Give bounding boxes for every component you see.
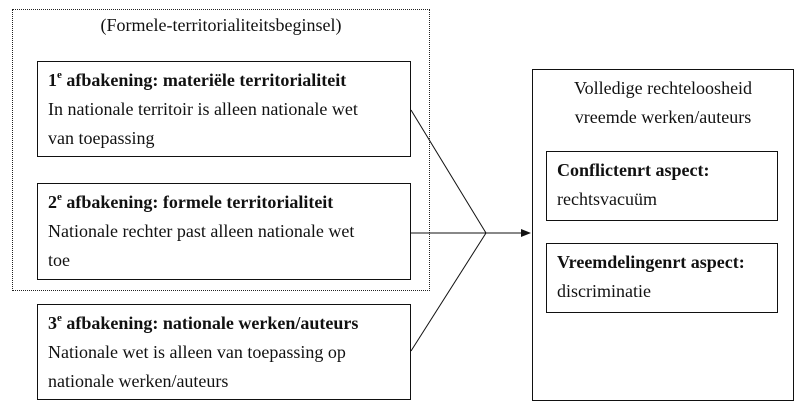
delimitation-box-3: 3e afbakening: nationale werken/auteurs … (37, 304, 411, 400)
group-label: (Formele-territorialiteitsbeginsel) (100, 15, 342, 35)
delimitation-3-text-line1: Nationale wet is alleen van toepassing o… (48, 342, 346, 362)
delimitation-box-2: 2e afbakening: formele territorialiteit … (37, 183, 411, 280)
delimitation-2-text-line2: toe (48, 250, 70, 270)
conflict-law-aspect-title: Conflictenrt aspect: (557, 160, 710, 180)
delimitation-3-title: 3e afbakening: nationale werken/auteurs (48, 312, 359, 334)
superscript: e (57, 312, 62, 324)
result-box: Volledige rechteloosheid vreemde werken/… (532, 69, 794, 401)
delimitation-1-text-line2: van toepassing (48, 128, 155, 148)
delimitation-3-text-line2: nationale werken/auteurs (48, 371, 229, 391)
result-title-line1: Volledige rechteloosheid (573, 78, 753, 98)
conflict-law-aspect-box: Conflictenrt aspect: rechtsvacuüm (546, 151, 778, 221)
alien-law-aspect-text: discriminatie (557, 281, 651, 301)
alien-law-aspect-title: Vreemdelingenrt aspect: (557, 252, 745, 272)
delimitation-1-text-line1: In nationale territoir is alleen nationa… (48, 99, 358, 119)
delimitation-2-text-line1: Nationale rechter past alleen nationale … (48, 221, 355, 241)
delimitation-1-title: 1e afbakening: materiële territorialitei… (48, 69, 347, 91)
conflict-law-aspect-text: rechtsvacuüm (557, 189, 657, 209)
result-title: Volledige rechteloosheid vreemde werken/… (533, 74, 793, 132)
delimitation-2-title: 2e afbakening: formele territorialiteit (48, 191, 334, 213)
alien-law-aspect-box: Vreemdelingenrt aspect: discriminatie (546, 243, 778, 313)
result-title-line2: vreemde werken/auteurs (574, 107, 752, 127)
superscript: e (57, 191, 62, 203)
superscript: e (57, 69, 62, 81)
delimitation-box-1: 1e afbakening: materiële territorialitei… (37, 61, 411, 157)
